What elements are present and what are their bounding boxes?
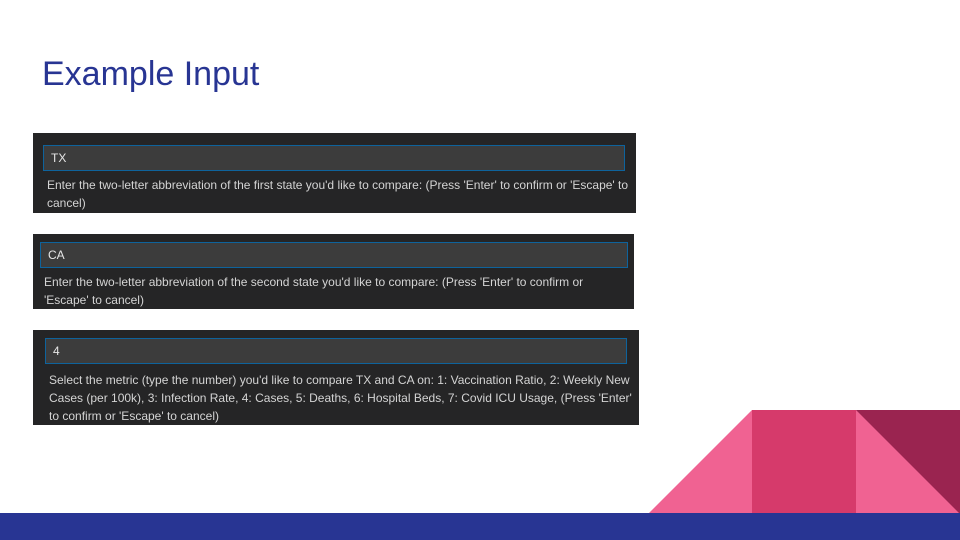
slide-title: Example Input	[42, 55, 260, 93]
bottom-bar	[0, 513, 960, 540]
first-state-input[interactable]: TX	[43, 145, 625, 171]
metric-prompt-message: Select the metric (type the number) you'…	[49, 373, 632, 423]
quick-input-panel-first-state: TX Enter the two-letter abbreviation of …	[33, 133, 636, 213]
metric-input[interactable]: 4	[45, 338, 627, 364]
second-state-input[interactable]: CA	[40, 242, 628, 268]
first-state-prompt-message: Enter the two-letter abbreviation of the…	[47, 178, 629, 210]
quick-input-panel-second-state: CA Enter the two-letter abbreviation of …	[33, 234, 634, 309]
quick-input-panel-metric: 4 Select the metric (type the number) yo…	[33, 330, 639, 425]
second-state-prompt-message: Enter the two-letter abbreviation of the…	[44, 275, 584, 307]
deco-magenta-square	[752, 410, 856, 514]
decorative-triangles	[648, 410, 960, 514]
deco-pink-triangle	[648, 410, 752, 514]
deco-pink-overlay-triangle	[856, 410, 960, 514]
